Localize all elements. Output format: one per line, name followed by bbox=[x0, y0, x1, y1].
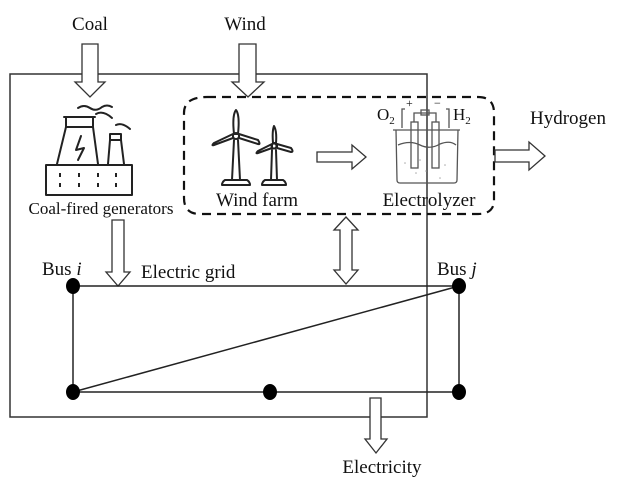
hydrogen-output-label: Hydrogen bbox=[530, 108, 606, 129]
bus-i-node bbox=[66, 278, 80, 294]
bus-i-label: Bus i bbox=[42, 259, 82, 280]
wind-input-label: Wind bbox=[224, 14, 266, 35]
electrolyzer-icon bbox=[393, 108, 460, 184]
subsystem-grid-bidirectional-arrow bbox=[332, 216, 360, 285]
electric-grid-label: Electric grid bbox=[141, 262, 236, 283]
generators-to-grid-arrow bbox=[104, 219, 132, 287]
electricity-output-arrow bbox=[363, 397, 389, 455]
grid-line-diagonal bbox=[72, 285, 460, 393]
anode-plus-label: + bbox=[406, 96, 413, 110]
wind-hydrogen-subsystem-boundary bbox=[182, 95, 496, 216]
coal-input-label: Coal bbox=[72, 14, 108, 35]
electricity-output-label: Electricity bbox=[342, 457, 422, 478]
system-boundary bbox=[9, 73, 428, 418]
bus-node-bottom-left bbox=[66, 384, 80, 400]
oxygen-label: O2 bbox=[377, 105, 395, 127]
bus-j-label: Bus j bbox=[437, 259, 477, 280]
wind-to-electrolyzer-arrow bbox=[316, 143, 367, 171]
coal-input-arrow bbox=[73, 43, 107, 98]
cathode-minus-label: − bbox=[434, 96, 441, 110]
wind-turbines-icon bbox=[211, 109, 294, 186]
power-plant-icon bbox=[45, 104, 133, 196]
electric-grid-network bbox=[72, 285, 460, 393]
hydrogen-output-arrow bbox=[494, 140, 546, 172]
wind-farm-label: Wind farm bbox=[216, 190, 298, 211]
bus-node-bottom-right bbox=[452, 384, 466, 400]
bus-node-bottom-middle bbox=[263, 384, 277, 400]
coal-generators-label: Coal-fired generators bbox=[29, 199, 174, 218]
bus-j-node bbox=[452, 278, 466, 294]
wind-input-arrow bbox=[230, 43, 266, 98]
hydrogen-product-label: H2 bbox=[453, 105, 471, 127]
electrolyzer-label: Electrolyzer bbox=[383, 190, 477, 211]
